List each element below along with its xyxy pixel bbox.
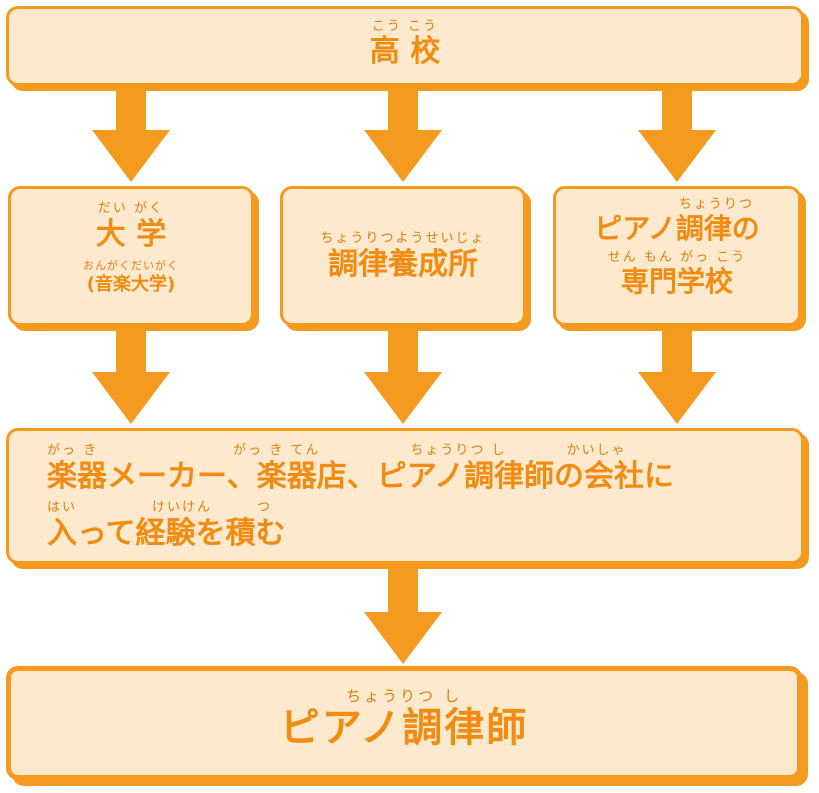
- arrow-down-icon: [638, 326, 716, 424]
- ruby-experience-line-2: はい けいけん つ: [47, 500, 273, 515]
- label-university: 大 学: [95, 217, 167, 252]
- ruby-piano-tuner: ちょうりつ し: [346, 687, 462, 705]
- box-vocational-school: ちょうりつ ピアノ調律の せん もん がっ こう 専門学校: [553, 186, 801, 326]
- box-tuning-training-school: ちょうりつようせいじょ 調律養成所: [280, 186, 526, 326]
- box-high-school: こう こう 高 校: [6, 6, 804, 86]
- label-experience-line-2: 入って経験を積む: [47, 516, 286, 551]
- ruby-music-university: おんがくだいがく: [83, 259, 179, 272]
- arrow-down-icon: [364, 86, 442, 182]
- ruby-university: だい がく: [97, 201, 165, 216]
- arrow-down-icon: [638, 86, 716, 182]
- ruby-vocational-school: せん もん がっ こう: [607, 250, 747, 265]
- ruby-high-school: こう こう: [371, 19, 439, 34]
- arrow-down-icon: [364, 564, 442, 664]
- label-music-university: (音楽大学): [86, 274, 176, 295]
- label-piano-tuner: ピアノ調律師: [279, 705, 529, 751]
- box-university: だい がく 大 学 おんがくだいがく (音楽大学): [8, 186, 254, 326]
- arrow-down-icon: [92, 326, 170, 424]
- box-piano-tuner: ちょうりつ し ピアノ調律師: [6, 666, 802, 780]
- arrow-down-icon: [92, 86, 170, 182]
- label-experience-line-1: 楽器メーカー、楽器店、ピアノ調律師の会社に: [47, 459, 674, 494]
- label-vocational-school: 専門学校: [620, 265, 733, 298]
- ruby-tuning-training-school: ちょうりつようせいじょ: [320, 231, 486, 246]
- box-gain-experience: がっ き がっ き てん ちょうりつ し かいしゃ 楽器メーカー、楽器店、ピアノ…: [6, 428, 804, 564]
- label-tuning-training-school: 調律養成所: [328, 247, 478, 282]
- label-piano-tuning: ピアノ調律の: [594, 212, 760, 245]
- label-high-school: 高 校: [369, 34, 441, 69]
- arrow-down-icon: [364, 326, 442, 424]
- ruby-piano-tuning: ちょうりつ: [678, 197, 754, 212]
- ruby-experience-line-1: がっ き がっ き てん ちょうりつ し かいしゃ: [47, 443, 627, 458]
